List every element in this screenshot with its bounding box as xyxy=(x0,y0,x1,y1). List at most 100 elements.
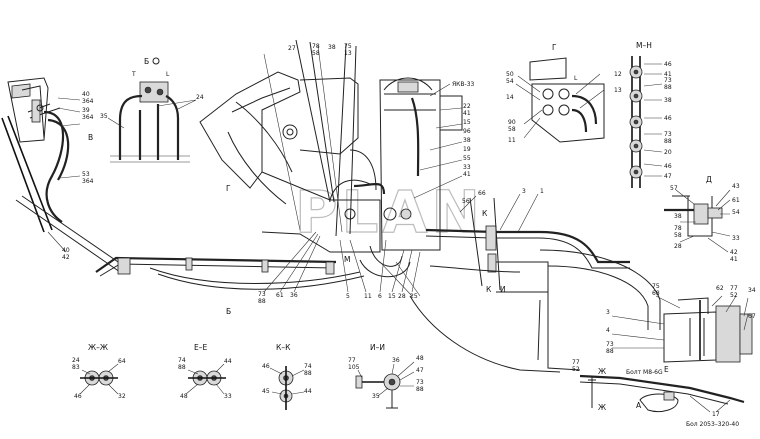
right-62: 62 xyxy=(716,285,724,292)
left-callouts: 40 364 39 364 В 53 364 40 42 xyxy=(62,91,94,261)
ii-48: 48 xyxy=(416,355,424,362)
view-mn-88b: 88 xyxy=(664,138,672,145)
view-mn-41: 41 xyxy=(664,71,672,78)
zz-83: 83 xyxy=(72,364,80,371)
callout-15b: 15 xyxy=(388,293,396,300)
callout-36: 36 xyxy=(290,292,298,299)
section-ii-title: И–И xyxy=(370,343,385,352)
right-88: 88 xyxy=(606,348,614,355)
section-mark-zh-lower: Ж xyxy=(598,403,606,412)
view-mn-title: М–Н xyxy=(636,41,652,50)
callout-364c: 364 xyxy=(82,178,94,185)
kk-44: 44 xyxy=(304,388,312,395)
view-g-14: 14 xyxy=(506,94,514,101)
view-b-24: 24 xyxy=(196,94,204,101)
right-52b: 52 xyxy=(572,366,580,373)
section-k-k: К–К 46 74 88 45 44 xyxy=(262,343,312,410)
section-mark-a: А xyxy=(636,401,642,410)
view-g-11: 11 xyxy=(508,137,516,144)
engine-block xyxy=(199,39,463,297)
note-bolt-top: Болт М8-6G xyxy=(626,369,663,376)
view-d-title: Д xyxy=(706,175,712,184)
ee-88: 88 xyxy=(178,364,186,371)
right-17: 17 xyxy=(712,411,720,418)
callout-66: 66 xyxy=(478,190,486,197)
callout-28: 28 xyxy=(398,293,406,300)
callout-55: 55 xyxy=(463,155,471,162)
callout-22: 22 xyxy=(463,103,471,110)
view-g-58: 58 xyxy=(508,126,516,133)
ii-35: 35 xyxy=(372,393,380,400)
zz-32: 32 xyxy=(118,393,126,400)
right-77: 77 xyxy=(730,285,738,292)
view-g-54: 54 xyxy=(506,78,514,85)
right-52: 52 xyxy=(730,292,738,299)
view-b-title: Б xyxy=(144,57,149,66)
callout-364: 364 xyxy=(82,98,94,105)
note-yk: ЯКВ-33 xyxy=(452,81,475,88)
view-d-33: 33 xyxy=(732,235,740,242)
section-e-e: Е–Е 74 88 44 48 33 xyxy=(178,343,232,400)
view-mn-detail: М–Н 46 41 73 88 38 46 73 88 20 46 47 xyxy=(629,41,672,188)
callout-5: 5 xyxy=(346,293,350,300)
view-mn-47: 47 xyxy=(664,173,672,180)
ii-73: 73 xyxy=(416,379,424,386)
callout-19: 19 xyxy=(463,146,471,153)
view-g-50: 50 xyxy=(506,71,514,78)
zz-46: 46 xyxy=(74,393,82,400)
zz-24: 24 xyxy=(72,357,80,364)
ee-44: 44 xyxy=(224,358,232,365)
view-g-13: 13 xyxy=(614,87,622,94)
callout-58: 58 xyxy=(312,50,320,57)
view-mn-38: 38 xyxy=(664,97,672,104)
callout-53: 53 xyxy=(82,171,90,178)
right-77b: 77 xyxy=(572,359,580,366)
view-d-58: 58 xyxy=(674,232,682,239)
callout-39: 39 xyxy=(82,107,90,114)
view-mn-73: 73 xyxy=(664,77,672,84)
center-callouts: 27 78 58 38 75 13 ЯКВ-33 22 41 15 96 38 … xyxy=(226,43,544,294)
callout-42: 42 xyxy=(62,254,70,261)
callout-40b: 40 xyxy=(62,247,70,254)
view-d-42: 42 xyxy=(730,249,738,256)
view-mn-73b: 73 xyxy=(664,131,672,138)
section-ee-title: Е–Е xyxy=(194,343,207,352)
view-b1-title: Б xyxy=(226,307,231,316)
ii-88: 88 xyxy=(416,386,424,393)
view-d-61: 61 xyxy=(732,197,740,204)
section-i-i: И–И 77 105 36 48 47 73 88 35 xyxy=(348,343,424,409)
view-g-12: 12 xyxy=(614,71,622,78)
section-zh-zh: Ж–Ж 24 83 64 46 32 xyxy=(72,343,126,400)
view-d-43: 43 xyxy=(732,183,740,190)
section-mark-k-upper: К xyxy=(482,209,488,218)
callout-96: 96 xyxy=(463,128,471,135)
callout-41: 41 xyxy=(463,110,471,117)
view-g-detail: Г 50 54 14 12 13 90 58 11 L xyxy=(506,43,622,144)
section-mark-m: М xyxy=(344,255,350,264)
callout-33: 33 xyxy=(463,164,471,171)
view-g-l: L xyxy=(574,75,578,82)
kk-88: 88 xyxy=(304,370,312,377)
ii-105: 105 xyxy=(348,364,360,371)
view-d-28: 28 xyxy=(674,243,682,250)
kk-46: 46 xyxy=(262,363,270,370)
kk-45: 45 xyxy=(262,388,270,395)
right-4: 4 xyxy=(606,327,610,334)
callout-11: 11 xyxy=(364,293,372,300)
section-mark-k-lower: К xyxy=(486,285,492,294)
ee-48: 48 xyxy=(180,393,188,400)
view-b-35: 35 xyxy=(100,113,108,120)
kk-74: 74 xyxy=(304,363,312,370)
view-b-l: L xyxy=(166,71,170,78)
callout-6: 6 xyxy=(378,293,382,300)
callout-73: 73 xyxy=(258,291,266,298)
callout-88: 88 xyxy=(258,298,266,305)
section-kk-title: К–К xyxy=(276,343,291,352)
view-mn-46: 46 xyxy=(664,61,672,68)
view-d-57: 57 xyxy=(670,185,678,192)
view-mn-46b: 46 xyxy=(664,115,672,122)
view-d-41: 41 xyxy=(730,256,738,263)
section-mark-v: В xyxy=(88,133,93,142)
section-mark-zh-upper: Ж xyxy=(598,367,606,376)
